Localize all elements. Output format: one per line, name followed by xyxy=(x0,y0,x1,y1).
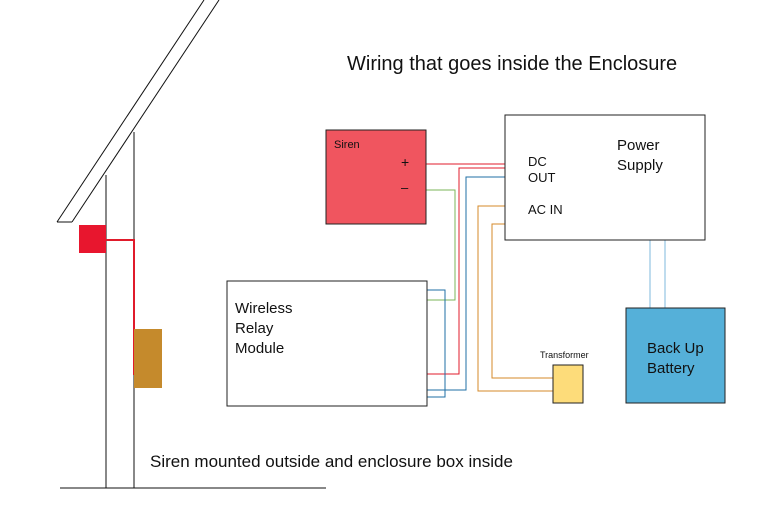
power-supply-box xyxy=(504,114,706,241)
enclosure-wires xyxy=(426,163,666,398)
diagram-caption: Siren mounted outside and enclosure box … xyxy=(150,452,513,471)
siren-minus-terminal: – xyxy=(401,180,409,195)
roof-line-outer xyxy=(56,0,205,223)
relay-label-line2: Relay xyxy=(235,320,274,337)
wire-orange-1 xyxy=(477,205,553,392)
transformer-label: Transformer xyxy=(540,350,589,360)
transformer-box xyxy=(552,364,584,404)
dc-out-label-line2: OUT xyxy=(528,170,556,185)
wire-blue-2 xyxy=(427,289,446,398)
battery-label-line2: Battery xyxy=(647,360,695,377)
siren-plus-terminal: + xyxy=(401,154,410,170)
outside-siren xyxy=(79,225,106,253)
siren-box xyxy=(325,129,427,225)
relay-module-box xyxy=(226,280,428,407)
ac-in-label: AC IN xyxy=(528,202,563,217)
outside-siren-wire xyxy=(106,239,135,375)
wire-red-relay xyxy=(427,167,505,375)
wire-orange-2 xyxy=(491,223,553,379)
dc-out-label-line1: DC xyxy=(528,154,547,169)
diagram-title: Wiring that goes inside the Enclosure xyxy=(347,53,678,75)
battery-box xyxy=(625,307,726,404)
power-supply-label-line2: Supply xyxy=(617,157,663,174)
enclosure-box-inside xyxy=(134,329,162,388)
power-supply-label-line1: Power xyxy=(617,137,660,154)
roof-line-inner xyxy=(71,0,220,223)
battery-label-line1: Back Up xyxy=(647,340,704,357)
relay-label-line1: Wireless xyxy=(235,300,293,317)
siren-label: Siren xyxy=(334,139,360,151)
relay-label-line3: Module xyxy=(235,340,285,357)
wire-blue xyxy=(427,176,505,391)
wire-green xyxy=(426,189,456,301)
